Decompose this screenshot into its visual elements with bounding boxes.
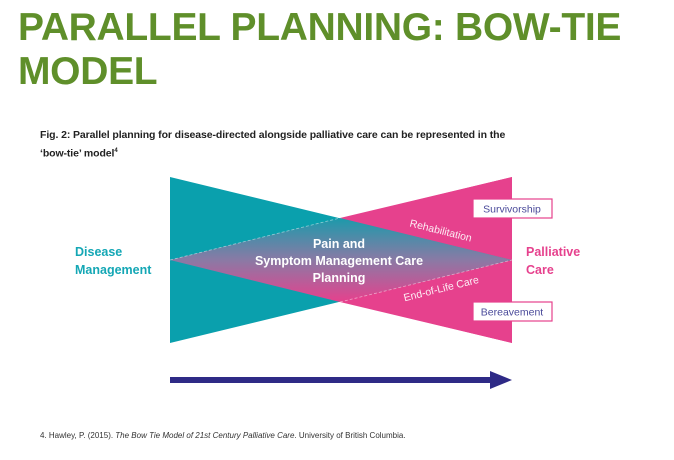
caption-reference: 4 — [114, 148, 118, 154]
disease-management-label-line-2: Management — [75, 263, 152, 277]
bereavement-box-label: Bereavement — [481, 307, 544, 319]
center-label-line-2: Symptom Management Care — [255, 254, 423, 268]
figure-caption: Fig. 2: Parallel planning for disease-di… — [40, 127, 640, 162]
survivorship-box — [472, 198, 553, 219]
center-overlap-region — [170, 218, 512, 302]
palliative-care-label-line-2: Care — [526, 263, 554, 277]
overlap-top-left-edge — [169, 217, 341, 261]
palliative-lower-band — [340, 260, 512, 343]
footnote-prefix: 4. Hawley, P. (2015). — [40, 431, 116, 440]
caption-line-2: ‘bow-tie’ model — [40, 147, 115, 160]
center-label-line-3: Planning — [313, 271, 366, 285]
palliative-care-label-line-1: Palliative — [526, 245, 580, 259]
footnote-citation: 4. Hawley, P. (2015). The Bow Tie Model … — [40, 431, 406, 440]
title-line-1: PARALLEL PLANNING: BOW-TIE — [18, 6, 622, 49]
palliative-upper-band — [340, 177, 512, 260]
right-arrow-icon — [170, 371, 512, 389]
center-label-line-1: Pain and — [313, 237, 365, 251]
disease-management-label-line-1: Disease — [75, 245, 122, 259]
overlap-bottom-right-edge — [339, 259, 513, 303]
footnote-title: The Bow Tie Model of 21st Century Pallia… — [115, 431, 295, 440]
survivorship-box-label: Survivorship — [483, 204, 541, 216]
bereavement-box — [472, 301, 553, 322]
title-line-2: MODEL — [18, 50, 158, 93]
slide-title: PARALLEL PLANNING: BOW-TIE MODEL — [18, 6, 621, 94]
caption-line-1: Fig. 2: Parallel planning for disease-di… — [40, 129, 506, 141]
footnote-suffix: . University of British Columbia. — [294, 431, 406, 440]
